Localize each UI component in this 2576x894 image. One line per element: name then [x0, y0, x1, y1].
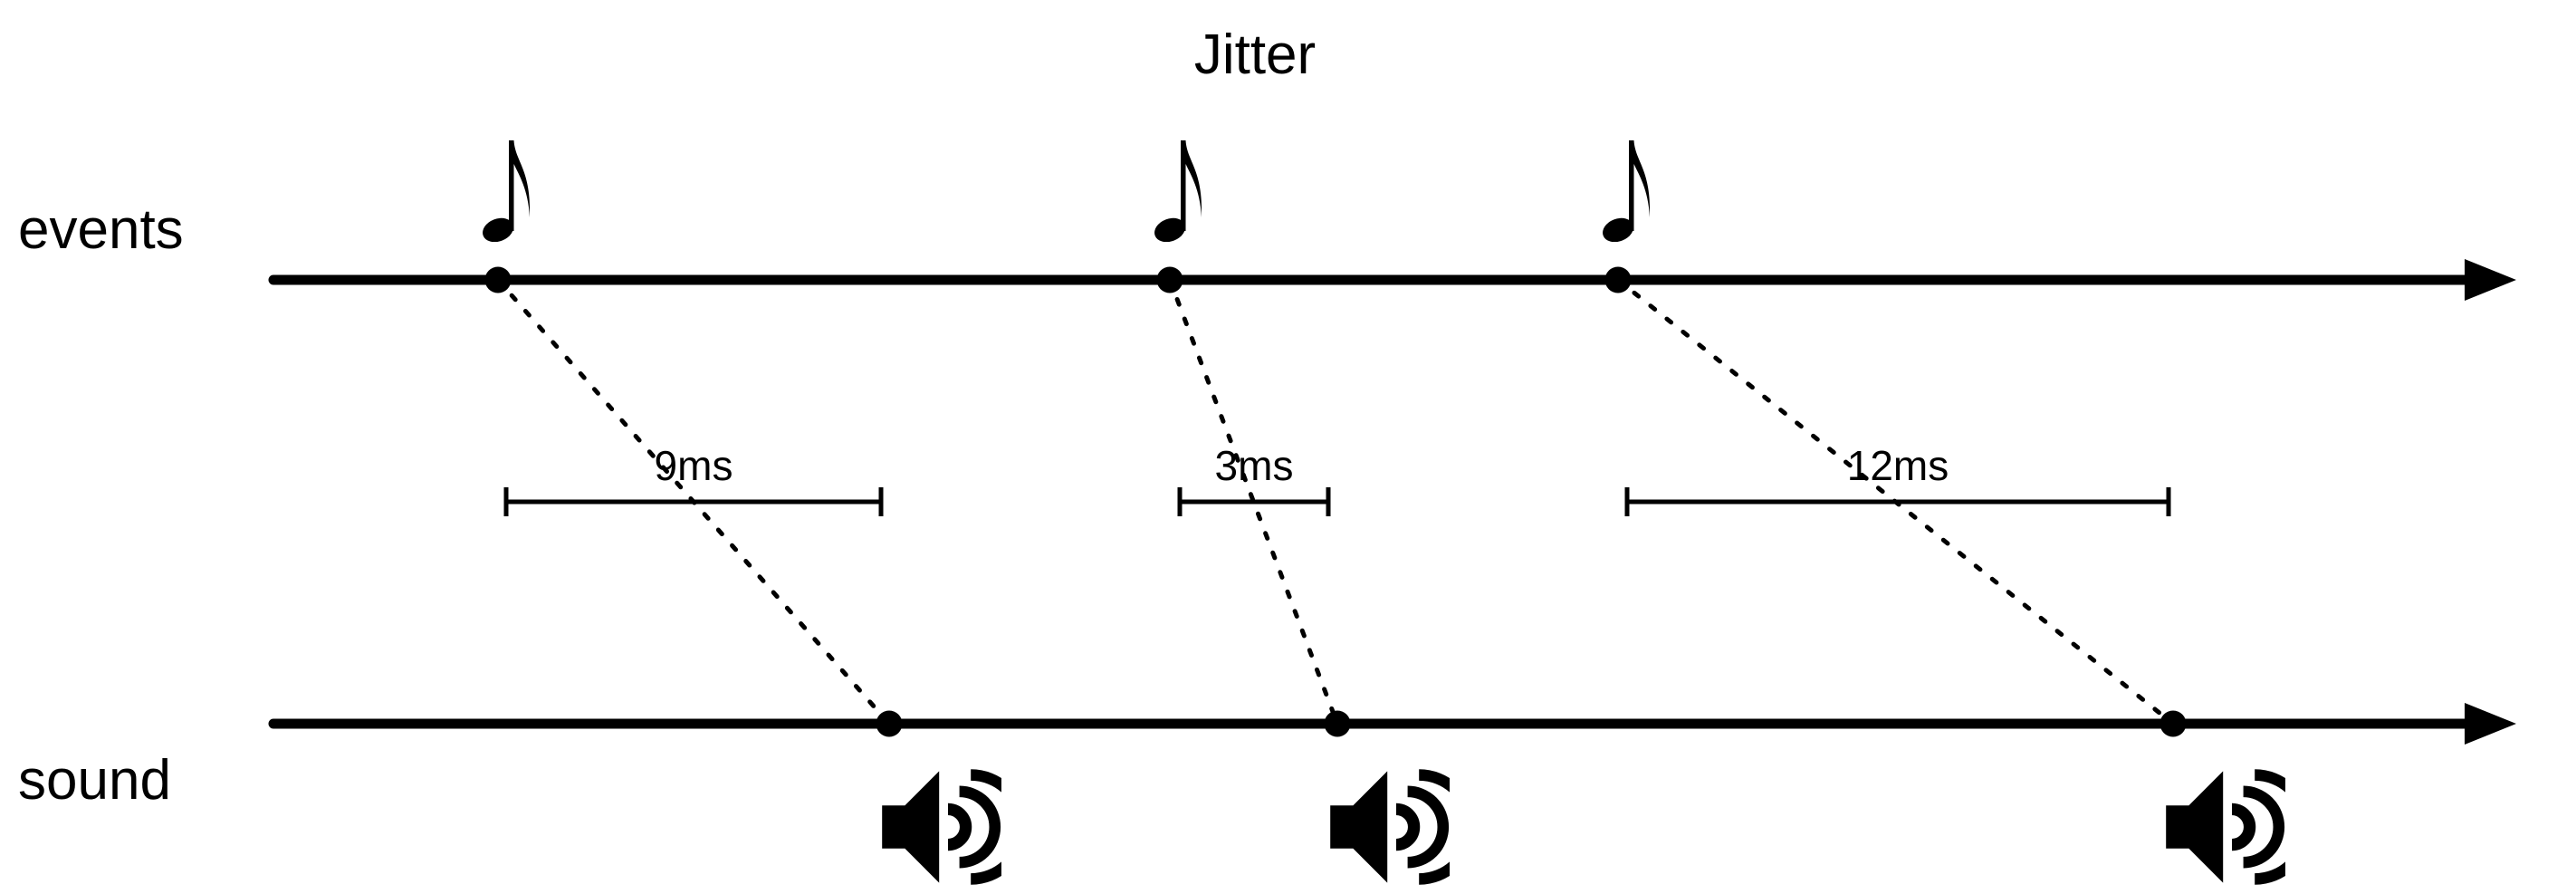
sound-dot-2: [1324, 710, 1351, 737]
event-dot-2: [1156, 266, 1183, 293]
delay-label-2: 3ms: [1214, 442, 1294, 489]
delay-label-1: 9ms: [654, 442, 733, 489]
events-row-label: events: [18, 198, 184, 261]
latency-connector-2: [1167, 277, 1340, 726]
eighth-note-icon: [1154, 140, 1202, 242]
eighth-note-icon: [1603, 140, 1651, 242]
speaker-icon: [2166, 769, 2285, 885]
events-timeline-arrowhead: [2465, 259, 2516, 301]
delay-bracket-3: [1624, 487, 2171, 516]
speaker-icon: [1330, 769, 1450, 885]
sound-dot-3: [2159, 710, 2187, 737]
event-dot-3: [1604, 266, 1632, 293]
sound-row-label: sound: [18, 749, 171, 812]
event-dot-1: [484, 266, 512, 293]
sound-dot-1: [876, 710, 903, 737]
sound-timeline-arrowhead: [2465, 703, 2516, 745]
delay-label-3: 12ms: [1846, 442, 1949, 489]
speaker-icon: [882, 769, 1001, 885]
delay-bracket-1: [503, 487, 884, 516]
delay-bracket-2: [1177, 487, 1331, 516]
diagram-title: Jitter: [1193, 24, 1317, 86]
eighth-note-icon: [483, 140, 531, 242]
